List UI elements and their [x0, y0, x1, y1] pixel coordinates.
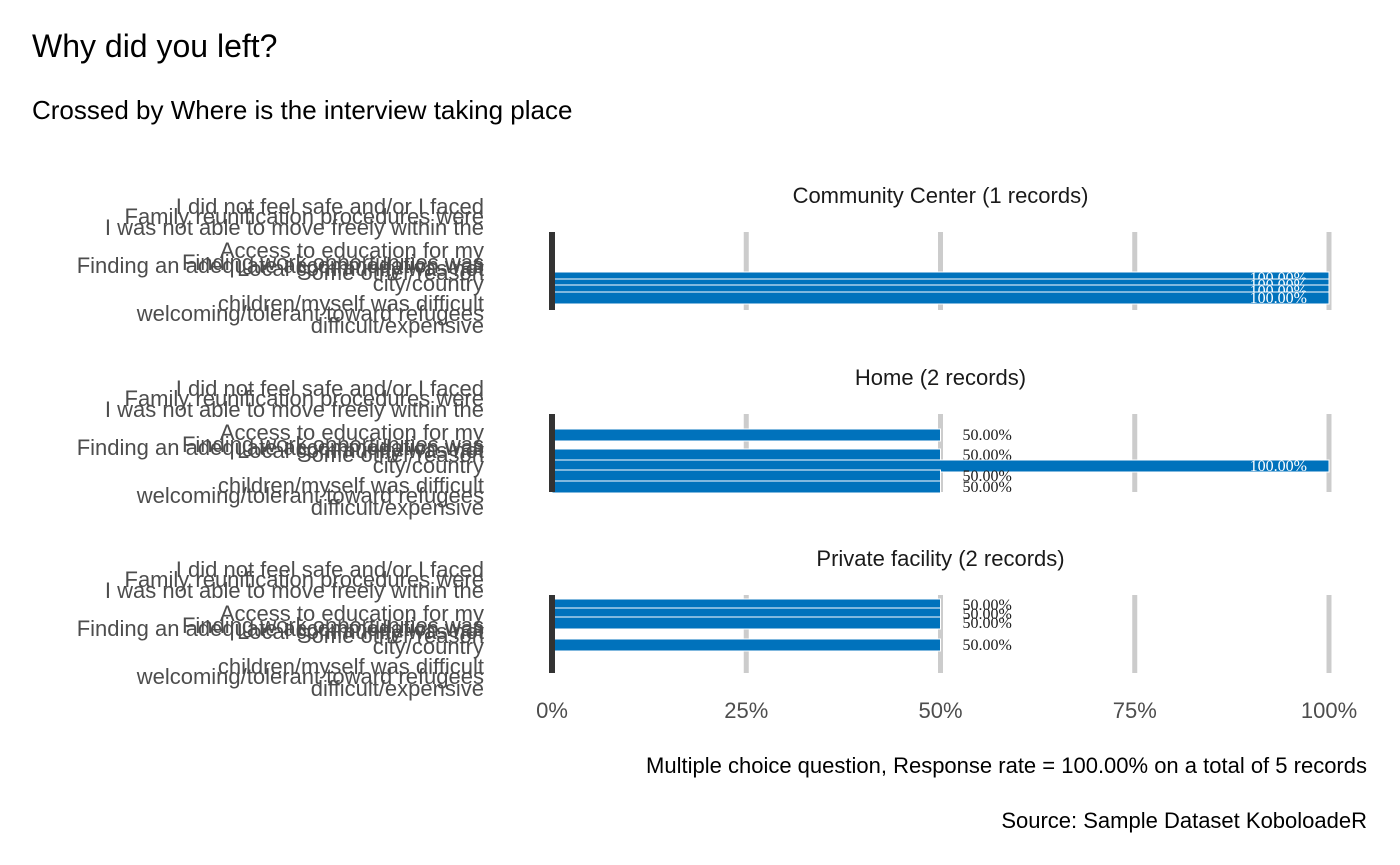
bar	[551, 428, 941, 442]
facet-title: Private facility (2 records)	[816, 546, 1064, 571]
category-label: welcoming/tolerant toward refugees	[136, 664, 484, 689]
bar-value-label: 50.00%	[963, 427, 1012, 444]
category-label: Finding work opportunities was	[182, 613, 484, 638]
chart-source: Source: Sample Dataset KoboloadeR	[1001, 808, 1367, 833]
x-tick-label: 75%	[1113, 698, 1157, 723]
bar	[551, 448, 941, 462]
bar-value-label: 50.00%	[963, 637, 1012, 654]
bar-value-label: 50.00%	[963, 468, 1012, 485]
bar	[551, 616, 941, 630]
category-label: city/country	[373, 634, 484, 659]
bar-value-label: 50.00%	[963, 479, 1012, 496]
category-label: Finding an adequate accommodation was	[77, 253, 484, 278]
category-label: difficult/expensive	[311, 676, 484, 701]
category-label: Finding an adequate accommodation was	[77, 435, 484, 460]
bar	[551, 480, 941, 494]
facet-title: Community Center (1 records)	[793, 183, 1089, 208]
facet-panel: Home (2 records) I did not feel safe and/…	[77, 365, 1332, 520]
category-label: Access to education for my	[220, 420, 484, 445]
category-label: Finding work opportunities was	[182, 250, 484, 275]
x-tick-label: 100%	[1301, 698, 1357, 723]
category-label: I was not able to move freely within the	[105, 578, 484, 603]
x-tick-label: 50%	[918, 698, 962, 723]
bar-value-label: 100.00%	[1250, 290, 1307, 307]
category-label: city/country	[373, 271, 484, 296]
chart-caption: Multiple choice question, Response rate …	[646, 753, 1367, 778]
category-label: Some other reason	[297, 260, 484, 285]
category-label: children/myself was difficult	[218, 291, 484, 316]
facet-title: Home (2 records)	[855, 365, 1026, 390]
bar	[551, 469, 941, 483]
chart-title: Why did you left?	[32, 28, 277, 64]
category-label: welcoming/tolerant toward refugees	[136, 301, 484, 326]
category-label: Local community was not	[237, 438, 484, 463]
x-tick-label: 0%	[536, 698, 568, 723]
category-label: Local community was not	[237, 256, 484, 281]
category-label: Some other reason	[297, 623, 484, 648]
category-label: Family reunification procedures were	[125, 386, 485, 411]
category-label: welcoming/tolerant toward refugees	[136, 483, 484, 508]
category-label: I did not feel safe and/or I faced	[176, 376, 484, 401]
bar	[551, 638, 941, 652]
category-label: Finding work opportunities was	[182, 432, 484, 457]
bar-value-label: 50.00%	[963, 597, 1012, 614]
bar	[551, 291, 1330, 305]
category-label: difficult/expensive	[311, 495, 484, 520]
category-label: city/country	[373, 453, 484, 478]
facet-panel: Private facility (2 records) I did not fe…	[77, 546, 1332, 701]
category-label: I did not feel safe and/or I faced	[176, 194, 484, 219]
facet-panel: Community Center (1 records) I did not fe…	[77, 183, 1332, 338]
bar-value-label: 50.00%	[963, 615, 1012, 632]
category-label: I was not able to move freely within the	[105, 215, 484, 240]
category-label: Finding an adequate accommodation was	[77, 616, 484, 641]
category-label: I did not feel safe and/or I faced	[176, 557, 484, 582]
category-label: Access to education for my	[220, 238, 484, 263]
category-label: difficult/expensive	[311, 313, 484, 338]
category-label: Local community was not	[237, 619, 484, 644]
category-label: Family reunification procedures were	[125, 567, 485, 592]
category-label: Some other reason	[297, 442, 484, 467]
category-label: children/myself was difficult	[218, 654, 484, 679]
facets: Community Center (1 records) I did not fe…	[77, 183, 1332, 701]
category-label: Access to education for my	[220, 601, 484, 626]
category-label: children/myself was difficult	[218, 473, 484, 498]
category-label: I was not able to move freely within the	[105, 397, 484, 422]
bar-value-label: 100.00%	[1250, 458, 1307, 475]
x-tick-label: 25%	[724, 698, 768, 723]
bar-value-label: 50.00%	[963, 606, 1012, 623]
x-axis: 0% 25% 50% 75% 100%	[536, 698, 1357, 723]
category-label: Family reunification procedures were	[125, 204, 485, 229]
chart-subtitle: Crossed by Where is the interview taking…	[32, 95, 572, 125]
